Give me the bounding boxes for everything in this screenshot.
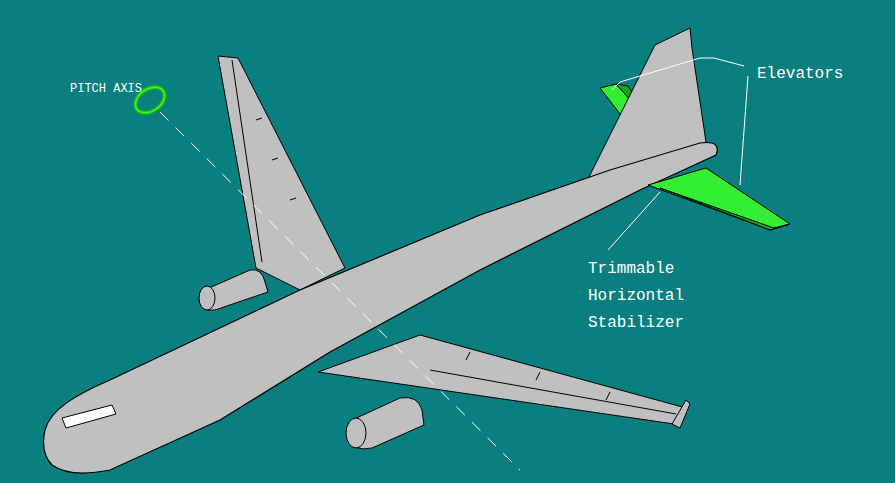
horizontal-stabilizer: [648, 168, 790, 230]
cockpit-windows: [62, 405, 116, 428]
pitch-axis-line: [160, 112, 520, 470]
winglet: [672, 400, 690, 428]
fuselage: [44, 143, 718, 474]
leader-line: [612, 58, 714, 90]
part-label: Trimmable Horizontal Stabilizer: [588, 256, 700, 337]
leader-line: [608, 192, 660, 250]
part-label: Elevators: [757, 64, 843, 84]
wing: [218, 56, 345, 290]
elevator: [660, 188, 790, 230]
axis-label: PITCH AXIS: [70, 82, 142, 96]
engine: [200, 270, 268, 311]
leader-line: [740, 76, 748, 185]
